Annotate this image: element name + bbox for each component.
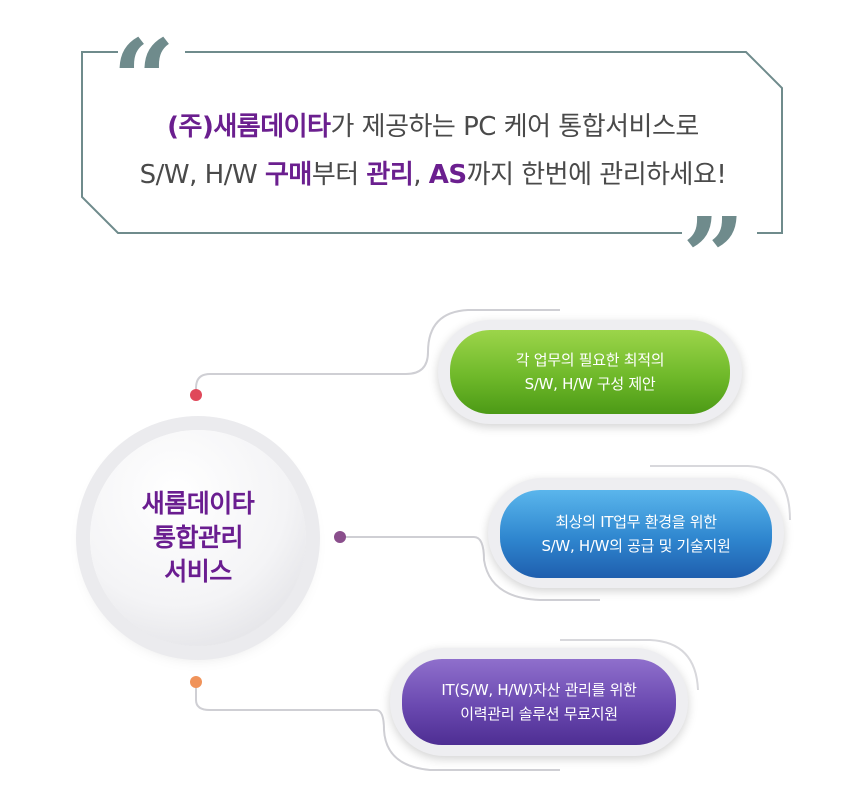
service-3-line-1: IT(S/W, H/W)자산 관리를 위한 (441, 681, 637, 699)
highlight-management: 관리 (366, 160, 414, 190)
connector-line-1 (195, 309, 560, 394)
connector-arc-3 (560, 639, 699, 691)
quote-text-part: S/W, H/W (139, 160, 265, 190)
quote-text-part: , (413, 160, 429, 190)
connector-arc-2 (650, 465, 791, 521)
quote-text-part: 까지 한번에 관리하세요! (466, 160, 727, 190)
service-2-line-2: S/W, H/W의 공급 및 기술지원 (541, 537, 731, 555)
service-pill-supply-support: 최상의 IT업무 환경을 위한 S/W, H/W의 공급 및 기술지원 (500, 490, 772, 578)
service-1-line-1: 각 업무의 필요한 최적의 (515, 351, 665, 369)
center-service-circle: 새롬데이타 통합관리 서비스 (90, 430, 306, 646)
connector-line-3 (195, 683, 560, 771)
service-pill-asset-management: IT(S/W, H/W)자산 관리를 위한 이력관리 솔루션 무료지원 (402, 659, 676, 745)
open-quote-icon: “ (112, 15, 175, 144)
quote-line-1-rest: 가 제공하는 PC 케어 통합서비스로 (330, 112, 699, 142)
highlight-as: AS (428, 160, 467, 190)
quote-frame (81, 51, 783, 234)
close-quote-icon: ” (682, 193, 745, 322)
connector-dot-2 (334, 531, 346, 543)
highlight-purchase: 구매 (264, 160, 312, 190)
center-title-line-3: 서비스 (164, 557, 232, 586)
service-3-line-2: 이력관리 솔루션 무료지원 (460, 705, 618, 723)
service-1-line-2: S/W, H/W 구성 제안 (524, 375, 656, 393)
quote-line-2: S/W, H/W 구매부터 관리, AS까지 한번에 관리하세요! (95, 154, 771, 191)
quote-text-part: 부터 (311, 160, 367, 190)
connector-line-2 (340, 536, 600, 601)
service-pill-consulting: 각 업무의 필요한 최적의 S/W, H/W 구성 제안 (450, 330, 730, 414)
service-2-line-1: 최상의 IT업무 환경을 위한 (555, 513, 717, 531)
company-name: (주)새롬데이타 (167, 112, 331, 142)
connector-dot-3 (190, 676, 202, 688)
quote-line-1: (주)새롬데이타가 제공하는 PC 케어 통합서비스로 (95, 106, 771, 143)
center-title-line-1: 새롬데이타 (141, 489, 255, 518)
center-title-line-2: 통합관리 (152, 523, 244, 552)
connector-dot-1 (190, 389, 202, 401)
